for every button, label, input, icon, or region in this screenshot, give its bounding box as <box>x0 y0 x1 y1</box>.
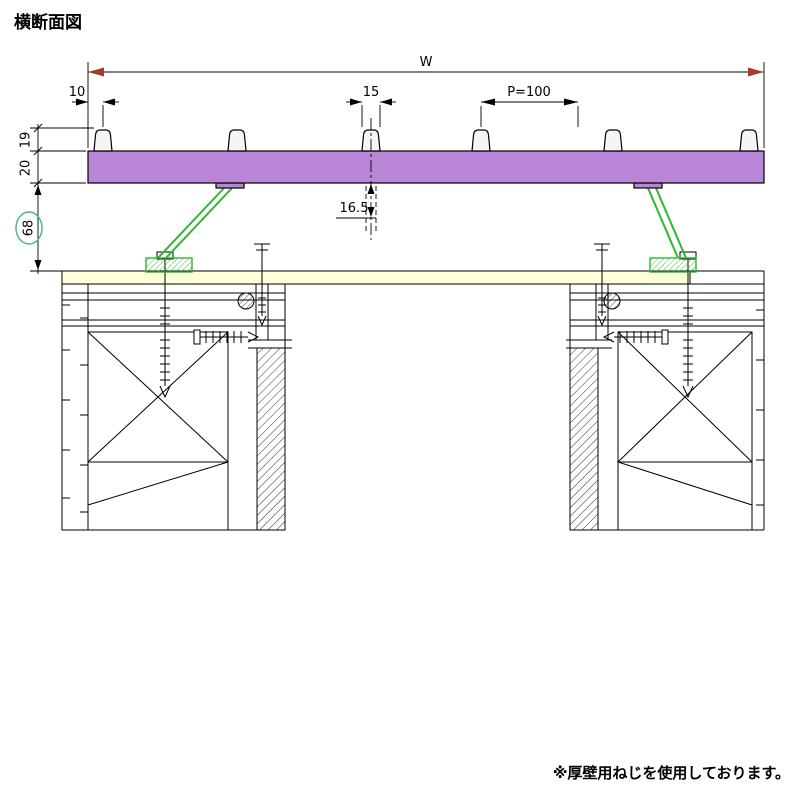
dim-label-10: 10 <box>69 85 86 100</box>
moisture-sheet <box>61 270 691 285</box>
arrow-right <box>748 67 764 77</box>
deck-assembly <box>87 129 765 189</box>
rod-section-right <box>603 292 621 310</box>
dim-w <box>87 62 765 148</box>
cap-clip-2 <box>227 129 247 152</box>
foot-bracket-left <box>145 257 193 273</box>
deck-rib-right <box>633 182 663 189</box>
horizontal-screw-left <box>193 329 260 345</box>
rod-section-left <box>237 292 255 310</box>
dim-label-20: 20 <box>19 160 34 177</box>
foot-bracket-right <box>649 257 697 273</box>
dim-label-19: 19 <box>19 132 34 149</box>
support-strut-right <box>647 187 687 259</box>
arrow-left <box>88 67 104 77</box>
deck-rib-left <box>215 182 245 189</box>
page-title: 横断面図 <box>14 12 82 33</box>
cap-clip-5 <box>603 129 623 152</box>
wall-right <box>566 270 765 531</box>
siding-edge-ticks-left <box>62 304 88 513</box>
dim-16-5 <box>336 184 376 219</box>
furring-channel-right <box>566 284 612 349</box>
wall-left <box>61 271 292 531</box>
fasteners <box>156 243 697 399</box>
dim-label-pitch: P=100 <box>507 85 551 100</box>
dimensions <box>15 62 765 274</box>
deck-board <box>87 150 765 184</box>
furring-strip-right <box>569 347 599 531</box>
dim-label-15: 15 <box>363 85 380 100</box>
cap-clip-1 <box>93 129 113 152</box>
support-brackets <box>145 187 697 273</box>
pin-screw-right <box>594 243 610 327</box>
furring-strip-left <box>256 347 286 531</box>
dim-left-stack <box>15 123 94 274</box>
pin-screw-left <box>254 243 270 327</box>
footnote: ※厚壁用ねじを使用しております。 <box>553 764 790 782</box>
long-screw-right <box>679 251 697 399</box>
cap-clip-6 <box>739 129 759 152</box>
siding-edge-ticks-right <box>756 309 764 506</box>
dim-label-16-5: 16.5 <box>340 201 369 216</box>
long-screw-left <box>156 251 174 399</box>
center-lines <box>365 118 377 240</box>
cap-clip-4 <box>471 129 491 152</box>
support-strut-left <box>157 187 233 259</box>
dim-label-68: 68 <box>22 220 37 237</box>
dim-15 <box>346 98 396 127</box>
horizontal-screw-right <box>602 329 669 345</box>
dim-pitch <box>480 98 579 127</box>
dim-label-w: W <box>420 55 433 70</box>
dim-10 <box>72 98 119 127</box>
x-brace-left <box>87 331 229 463</box>
highlight-circle <box>15 211 43 245</box>
